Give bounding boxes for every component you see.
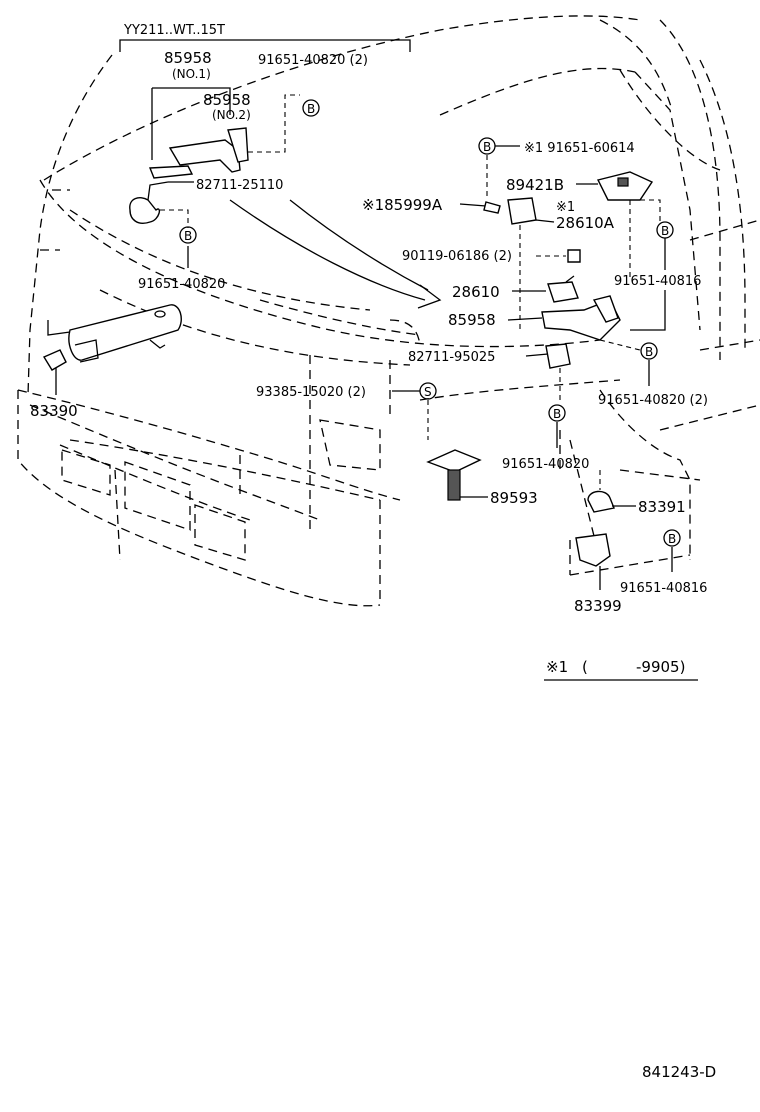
label-85958-no1-note: (NO.1) — [172, 67, 211, 81]
label-85958-no1: 85958 — [164, 49, 212, 67]
label-82711-25110: 82711-25110 — [196, 178, 283, 193]
label-91651-40820-2-top: 91651-40820 (2) — [258, 53, 368, 68]
bolt-marker-left: B — [179, 226, 197, 244]
bolt-marker-top: B — [302, 99, 320, 117]
screw-93385-15020-group: 93385-15020 (2) — [256, 385, 429, 440]
right-lower-cluster: 91651-40820 83391 83399 91651-40816 — [502, 422, 707, 615]
bracket-85958-assembly: 85958 (NO.1) 85958 (NO.2) 91651-40820 (2… — [129, 49, 368, 292]
label-28610: 28610 — [452, 283, 500, 301]
footnote-open: ( — [582, 658, 588, 676]
label-82711-95025: 82711-95025 — [408, 350, 495, 365]
sensor-83390-shape — [42, 349, 67, 371]
label-85999a: ※185999A — [362, 196, 443, 214]
right-upper-cluster: ※1 91651-60614 89421B ※185999A ※1 28610A… — [362, 141, 708, 408]
label-83399: 83399 — [574, 597, 622, 615]
part-89593-group: 89593 — [426, 449, 538, 507]
label-85958-no2-note: (NO.2) — [212, 108, 251, 122]
footnote-marker: ※1 — [546, 658, 568, 676]
bolt-marker-right-40820: B — [640, 342, 658, 360]
pointer-arrow — [229, 199, 442, 309]
label-85958-center: 85958 — [448, 311, 496, 329]
label-89593: 89593 — [490, 489, 538, 507]
svg-text:B: B — [661, 224, 669, 238]
clamp-82711-25110-shape — [129, 197, 161, 224]
bracket-83399-shape — [575, 533, 611, 567]
bolt-marker-91651-60614: B — [478, 137, 496, 155]
screw-90119-shape — [567, 249, 581, 263]
bracket-plate — [148, 165, 194, 179]
part-89593-stem — [447, 469, 461, 501]
svg-text:B: B — [184, 229, 192, 243]
clamp-82711-95025-shape — [545, 343, 571, 369]
label-85958-no2: 85958 — [203, 91, 251, 109]
label-90119-06186-2: 90119-06186 (2) — [402, 249, 512, 264]
bolt-marker-center-40820: B — [548, 404, 566, 422]
bolt-marker-right-40816: B — [656, 221, 674, 239]
label-83390: 83390 — [30, 402, 78, 420]
label-91651-40820-center: 91651-40820 — [502, 457, 589, 472]
screw-marker-93385: S — [419, 382, 437, 400]
footnote: ※1 ( -9905) — [544, 658, 698, 681]
bolt-marker-bottom-40816: B — [663, 529, 681, 547]
label-91651-40816-right: 91651-40816 — [614, 274, 701, 289]
label-91651-60614: ※1 91651-60614 — [524, 141, 635, 156]
sensor-28610-shape — [547, 281, 579, 303]
drawing-number: 841243-D — [642, 1063, 716, 1081]
label-89421b: 89421B — [506, 176, 564, 194]
bracket-85958-shape — [168, 139, 241, 173]
header-bracket-label: YY211..WT..15T — [123, 23, 225, 38]
part-85999a-shape — [483, 201, 501, 214]
svg-text:B: B — [553, 407, 561, 421]
bracket-85958-upright — [227, 127, 249, 163]
footnote-range: -9905) — [636, 658, 685, 676]
sensor-83390-assembly: 83390 — [30, 304, 182, 420]
sensor-28610a-shape — [507, 197, 537, 225]
header-bracket: YY211..WT..15T — [119, 23, 411, 52]
part-89593-plate — [426, 449, 482, 473]
label-91651-40820-left: 91651-40820 — [138, 277, 225, 292]
sensor-83391-shape — [587, 490, 615, 513]
label-28610a-note: ※1 — [556, 200, 575, 215]
label-28610a: 28610A — [556, 214, 615, 232]
svg-text:S: S — [424, 385, 432, 399]
svg-text:B: B — [645, 345, 653, 359]
vehicle-body-outline — [17, 15, 760, 607]
svg-text:B: B — [307, 102, 315, 116]
label-91651-40816-bottom: 91651-40816 — [620, 581, 707, 596]
label-83391: 83391 — [638, 498, 686, 516]
label-91651-40820-2-right: 91651-40820 (2) — [598, 393, 708, 408]
svg-text:B: B — [483, 140, 491, 154]
label-93385-15020-2: 93385-15020 (2) — [256, 385, 366, 400]
svg-text:B: B — [668, 532, 676, 546]
